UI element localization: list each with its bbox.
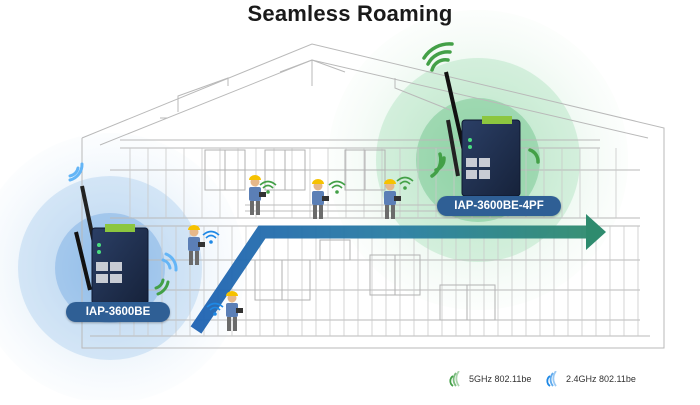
worker-icon <box>188 225 205 265</box>
worker-icon <box>226 291 243 331</box>
wifi-icons-group <box>202 176 414 316</box>
wifi-icon <box>202 230 220 244</box>
window-frames <box>204 149 496 321</box>
worker-icon <box>384 179 401 219</box>
wifi-icon <box>546 371 557 387</box>
access-point-icon-left <box>74 185 149 305</box>
worker-icon <box>249 175 266 215</box>
wifi-icon <box>259 180 277 194</box>
legend-item-5ghz: 5GHz 802.11be <box>449 370 531 388</box>
antenna-icon <box>74 231 92 291</box>
wifi-icon-right-device <box>422 42 540 178</box>
wifi-icon <box>328 180 346 194</box>
device-label-iap-3600be: IAP-3600BE <box>66 302 170 322</box>
wifi-icon <box>206 302 224 316</box>
diagram-title: Seamless Roaming <box>247 1 453 26</box>
access-point-icon-right <box>444 71 521 197</box>
wifi-icon <box>449 371 460 387</box>
legend-item-2-4ghz: 2.4GHz 802.11be <box>546 370 636 388</box>
wifi-icon <box>396 176 414 190</box>
workers-group <box>188 175 401 331</box>
worker-icon <box>312 179 329 219</box>
legend-label-2-4ghz: 2.4GHz 802.11be <box>566 374 636 384</box>
wifi-icon-left-device <box>68 162 178 296</box>
device-label-iap-3600be-4pf: IAP-3600BE-4PF <box>437 196 561 216</box>
antenna-icon <box>446 119 460 177</box>
roaming-arrow-icon <box>190 214 606 334</box>
legend-label-5ghz: 5GHz 802.11be <box>469 374 532 384</box>
